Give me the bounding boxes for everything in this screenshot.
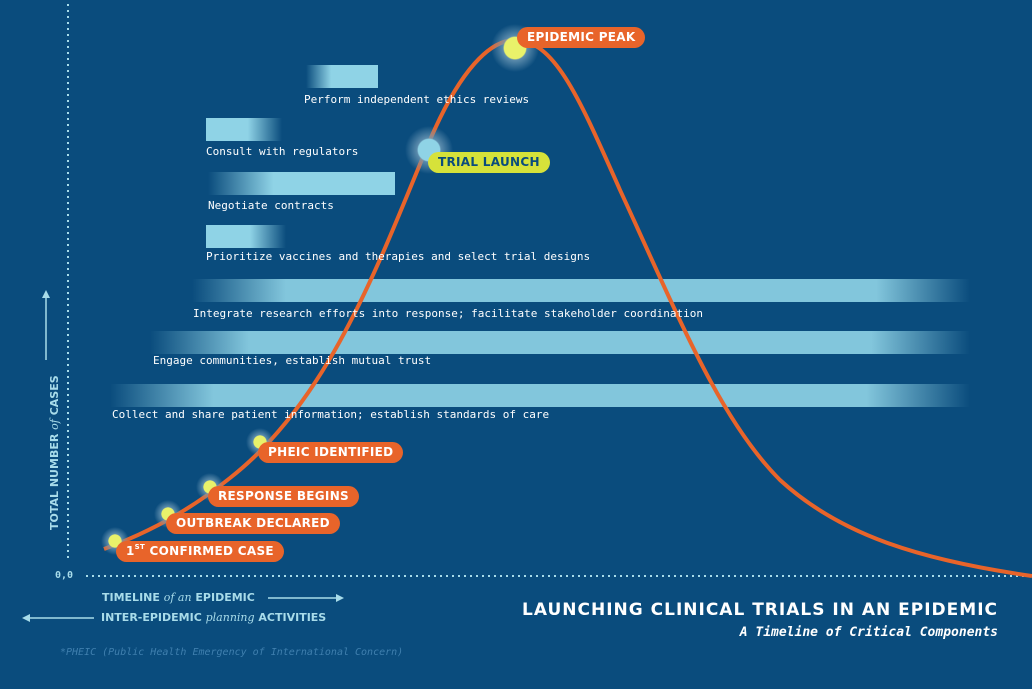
timeline-label-em: of an: [163, 591, 192, 604]
y-axis-arrow-head-icon: [42, 290, 50, 298]
milestone-outbreak: OUTBREAK DECLARED: [166, 513, 340, 534]
inter-epidemic-label-em: planning: [205, 611, 255, 624]
activity-label-integrate: Integrate research efforts into response…: [193, 307, 703, 320]
bar-engage: [150, 331, 970, 354]
inter-epidemic-label: INTER-EPIDEMIC planning ACTIVITIES: [101, 611, 326, 624]
bar-ethics: [306, 65, 378, 88]
activity-label-collect: Collect and share patient information; e…: [112, 408, 550, 421]
activity-label-contracts: Negotiate contracts: [208, 199, 334, 212]
diagram-title: LAUNCHING CLINICAL TRIALS IN AN EPIDEMIC: [522, 600, 998, 620]
milestone-pheic: PHEIC IDENTIFIED: [258, 442, 404, 463]
activity-label-regulators: Consult with regulators: [206, 145, 359, 158]
timeline-arrow-head-icon: [336, 594, 344, 602]
milestone-first-case-text: CONFIRMED CASE: [145, 544, 274, 558]
activity-label-engage: Engage communities, establish mutual tru…: [153, 354, 432, 367]
activity-label-prioritize: Prioritize vaccines and therapies and se…: [206, 250, 591, 263]
y-axis-title: TOTAL NUMBER of CASES: [48, 375, 61, 530]
milestone-trial: TRIAL LAUNCH: [428, 152, 550, 173]
milestone-first-case: 1ST CONFIRMED CASE: [116, 541, 284, 562]
inter-epidemic-label-pre: INTER-EPIDEMIC: [101, 611, 202, 624]
y-axis-title-post: CASES: [48, 375, 61, 416]
timeline-label-pre: TIMELINE: [102, 591, 160, 604]
bar-integrate: [192, 279, 970, 302]
axis-origin-label: 0,0: [55, 570, 74, 581]
diagram-subtitle: A Timeline of Critical Components: [739, 625, 998, 640]
milestone-peak: EPIDEMIC PEAK: [517, 27, 646, 48]
timeline-label-post: EPIDEMIC: [195, 591, 255, 604]
bar-prioritize: [206, 225, 286, 248]
bar-regulators: [206, 118, 282, 141]
milestone-first-case-suffix: ST: [134, 543, 146, 551]
y-axis-title-pre: TOTAL NUMBER: [48, 433, 61, 530]
inter-epidemic-arrow-head-icon: [22, 614, 30, 622]
bar-collect: [110, 384, 970, 407]
activity-label-ethics: Perform independent ethics reviews: [304, 93, 530, 106]
bar-contracts: [208, 172, 395, 195]
y-axis-title-em: of: [48, 419, 61, 430]
milestone-first-case-number: 1: [126, 544, 135, 558]
milestone-response: RESPONSE BEGINS: [208, 486, 359, 507]
timeline-label: TIMELINE of an EPIDEMIC: [102, 591, 255, 604]
inter-epidemic-label-post: ACTIVITIES: [258, 611, 327, 624]
footnote: *PHEIC (Public Health Emergency of Inter…: [60, 647, 404, 658]
